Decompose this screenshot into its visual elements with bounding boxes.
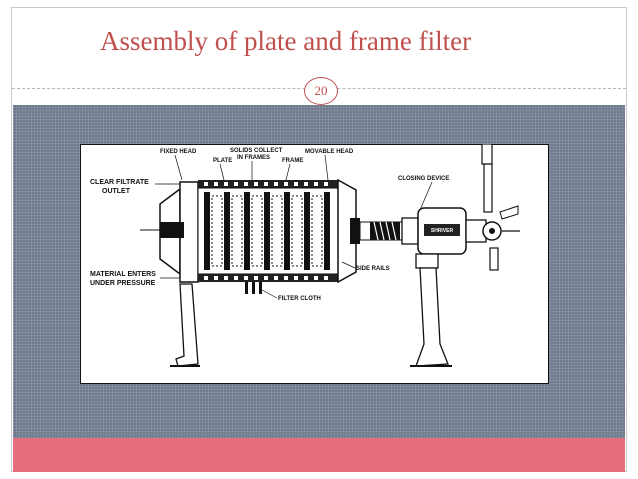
label-material-enters-1: MATERIAL ENTERS — [90, 271, 156, 278]
side-rails-drawing — [198, 180, 338, 282]
right-stand — [410, 253, 452, 367]
label-closing-device: CLOSING DEVICE — [398, 176, 449, 182]
page-number-badge: 20 — [304, 77, 338, 105]
slide-title: Assembly of plate and frame filter — [100, 26, 472, 56]
label-clear-filtrate-2: OUTLET — [102, 188, 131, 195]
label-material-enters-2: UNDER PRESSURE — [90, 280, 156, 287]
movable-head — [337, 178, 360, 284]
label-fixed-head: FIXED HEAD — [160, 149, 197, 155]
brand-plate-text: SHRIVER — [431, 228, 454, 234]
fixed-head — [140, 181, 200, 367]
side-rails-leader — [341, 261, 356, 269]
label-solids-collect-2: IN FRAMES — [237, 155, 270, 161]
footer-band — [13, 438, 625, 472]
figure-border — [80, 144, 549, 384]
label-filter-cloth: FILTER CLOTH — [278, 296, 321, 302]
closing-device: SHRIVER — [417, 144, 520, 271]
plates-and-frames — [197, 187, 339, 294]
label-side-rails: SIDE RAILS — [356, 266, 390, 272]
label-clear-filtrate-1: CLEAR FILTRATE — [90, 179, 149, 186]
filter-press-drawing: FIXED HEAD SOLIDS COLLECT IN FRAMES PLAT… — [80, 144, 549, 384]
label-movable-head: MOVABLE HEAD — [305, 149, 354, 155]
closing-device-leader — [419, 181, 433, 211]
left-leader-lines — [155, 183, 180, 279]
label-frame: FRAME — [282, 158, 303, 164]
label-solids-collect-1: SOLIDS COLLECT — [230, 148, 283, 154]
filter-cloth-leader — [261, 289, 278, 299]
filter-press-diagram: FIXED HEAD SOLIDS COLLECT IN FRAMES PLAT… — [80, 144, 549, 384]
label-plate: PLATE — [213, 158, 232, 164]
